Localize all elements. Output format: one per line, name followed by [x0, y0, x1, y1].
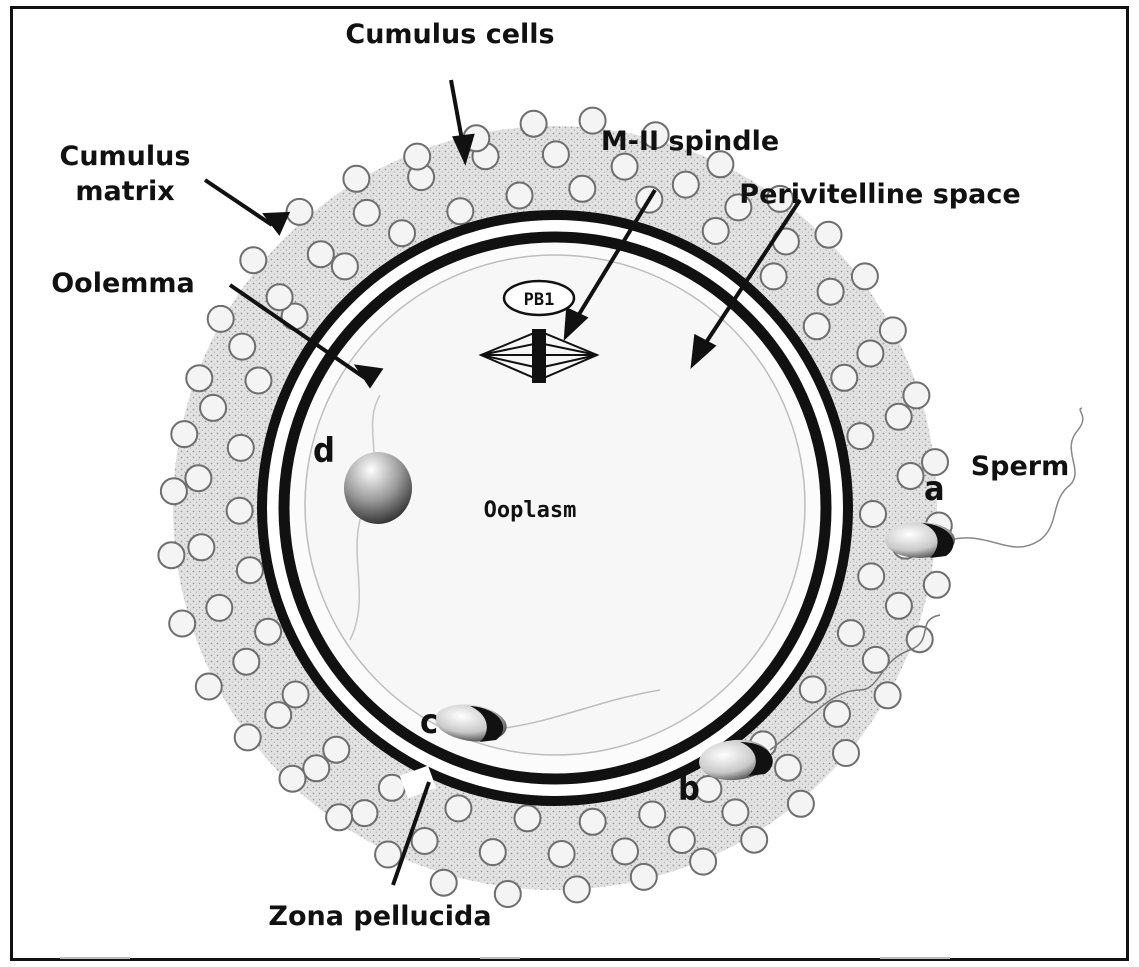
- label-letter-d: d: [313, 431, 335, 471]
- cumulus-cell: [703, 218, 729, 244]
- cumulus-cell: [169, 611, 195, 637]
- cumulus-cell: [332, 253, 358, 279]
- cumulus-cell: [161, 478, 187, 504]
- cumulus-cell: [343, 166, 369, 192]
- cumulus-cell: [265, 702, 291, 728]
- cumulus-cell: [564, 876, 590, 902]
- label-letter-b: b: [678, 769, 700, 809]
- cumulus-cell: [903, 382, 929, 408]
- cumulus-cell: [831, 365, 857, 391]
- cumulus-cell: [847, 423, 873, 449]
- cumulus-cell: [858, 563, 884, 589]
- cumulus-cell: [722, 799, 748, 825]
- label-cumulus-matrix-1: Cumulus: [60, 141, 191, 172]
- cumulus-cell: [857, 341, 883, 367]
- cumulus-cell: [924, 572, 950, 598]
- label-letter-c: c: [420, 702, 438, 742]
- label-cumulus-matrix-2: matrix: [75, 176, 174, 207]
- cumulus-cell: [412, 828, 438, 854]
- label-letter-a: a: [924, 469, 945, 509]
- label-cumulus-cells: Cumulus cells: [345, 19, 554, 50]
- cumulus-cell: [158, 542, 184, 568]
- cumulus-cell: [267, 284, 293, 310]
- label-zona-pellucida: Zona pellucida: [268, 901, 491, 932]
- cumulus-cell: [669, 827, 695, 853]
- cumulus-cell: [186, 365, 212, 391]
- label-mii-spindle: M-II spindle: [601, 126, 779, 157]
- cumulus-cell: [283, 682, 309, 708]
- cumulus-cell: [800, 676, 826, 702]
- cumulus-cell: [816, 222, 842, 248]
- cumulus-cell: [206, 595, 232, 621]
- cumulus-cell: [326, 804, 352, 830]
- cumulus-cell: [196, 674, 222, 700]
- cumulus-cell: [445, 795, 471, 821]
- cumulus-cell: [404, 144, 430, 170]
- cumulus-cell: [495, 881, 521, 907]
- cumulus-cell: [875, 682, 901, 708]
- cumulus-cell: [852, 263, 878, 289]
- cumulus-cell: [898, 463, 924, 489]
- cumulus-cell: [804, 313, 830, 339]
- cumulus-cell: [352, 800, 378, 826]
- cumulus-cell: [240, 247, 266, 273]
- cumulus-cell: [639, 802, 665, 828]
- cumulus-cell: [788, 791, 814, 817]
- cumulus-cell: [389, 220, 415, 246]
- cumulus-cell: [287, 199, 313, 225]
- cumulus-cell: [354, 200, 380, 226]
- cumulus-cell: [237, 557, 263, 583]
- cumulus-cell: [824, 701, 850, 727]
- cumulus-cell: [833, 740, 859, 766]
- label-perivitelline-space: Perivitelline space: [739, 179, 1020, 210]
- cumulus-cell: [208, 306, 234, 332]
- cumulus-cell: [280, 766, 306, 792]
- cumulus-cell: [375, 842, 401, 868]
- cumulus-cell: [229, 334, 255, 360]
- cumulus-cell: [569, 176, 595, 202]
- cumulus-cell: [200, 395, 226, 421]
- cumulus-cell: [308, 241, 334, 267]
- cumulus-cell: [246, 368, 272, 394]
- cumulus-cell: [507, 183, 533, 209]
- ooplasm-label: Ooplasm: [484, 498, 577, 523]
- cumulus-cell: [447, 198, 473, 224]
- cumulus-cell: [431, 870, 457, 896]
- cumulus-cell: [741, 827, 767, 853]
- cumulus-cell: [515, 805, 541, 831]
- cumulus-cell: [255, 619, 281, 645]
- cumulus-cell: [303, 755, 329, 781]
- label-oolemma: Oolemma: [51, 268, 195, 299]
- cumulus-cell: [886, 404, 912, 430]
- cumulus-cell: [775, 755, 801, 781]
- cumulus-cell: [761, 263, 787, 289]
- cumulus-cell: [549, 841, 575, 867]
- cumulus-cell: [188, 534, 214, 560]
- cumulus-cell: [860, 501, 886, 527]
- cumulus-cell: [235, 724, 261, 750]
- cumulus-cell: [580, 809, 606, 835]
- cumulus-cell: [323, 737, 349, 763]
- cumulus-cell: [227, 498, 253, 524]
- cumulus-cell: [880, 317, 906, 343]
- cumulus-cell: [690, 849, 716, 875]
- cumulus-cell: [612, 838, 638, 864]
- cumulus-cell: [612, 154, 638, 180]
- cumulus-cell: [673, 172, 699, 198]
- cumulus-cell: [228, 435, 254, 461]
- cumulus-cell: [171, 421, 197, 447]
- cumulus-cell: [185, 465, 211, 491]
- cumulus-cell: [480, 839, 506, 865]
- cumulus-cell: [631, 864, 657, 890]
- cumulus-cell: [233, 649, 259, 675]
- cumulus-cell: [886, 593, 912, 619]
- pb1-label: PB1: [524, 290, 555, 310]
- label-sperm: Sperm: [971, 451, 1070, 482]
- cumulus-cell: [543, 141, 569, 167]
- cumulus-cell: [818, 279, 844, 305]
- cumulus-cell: [838, 620, 864, 646]
- cumulus-cell: [907, 626, 933, 652]
- cumulus-cell: [521, 111, 547, 137]
